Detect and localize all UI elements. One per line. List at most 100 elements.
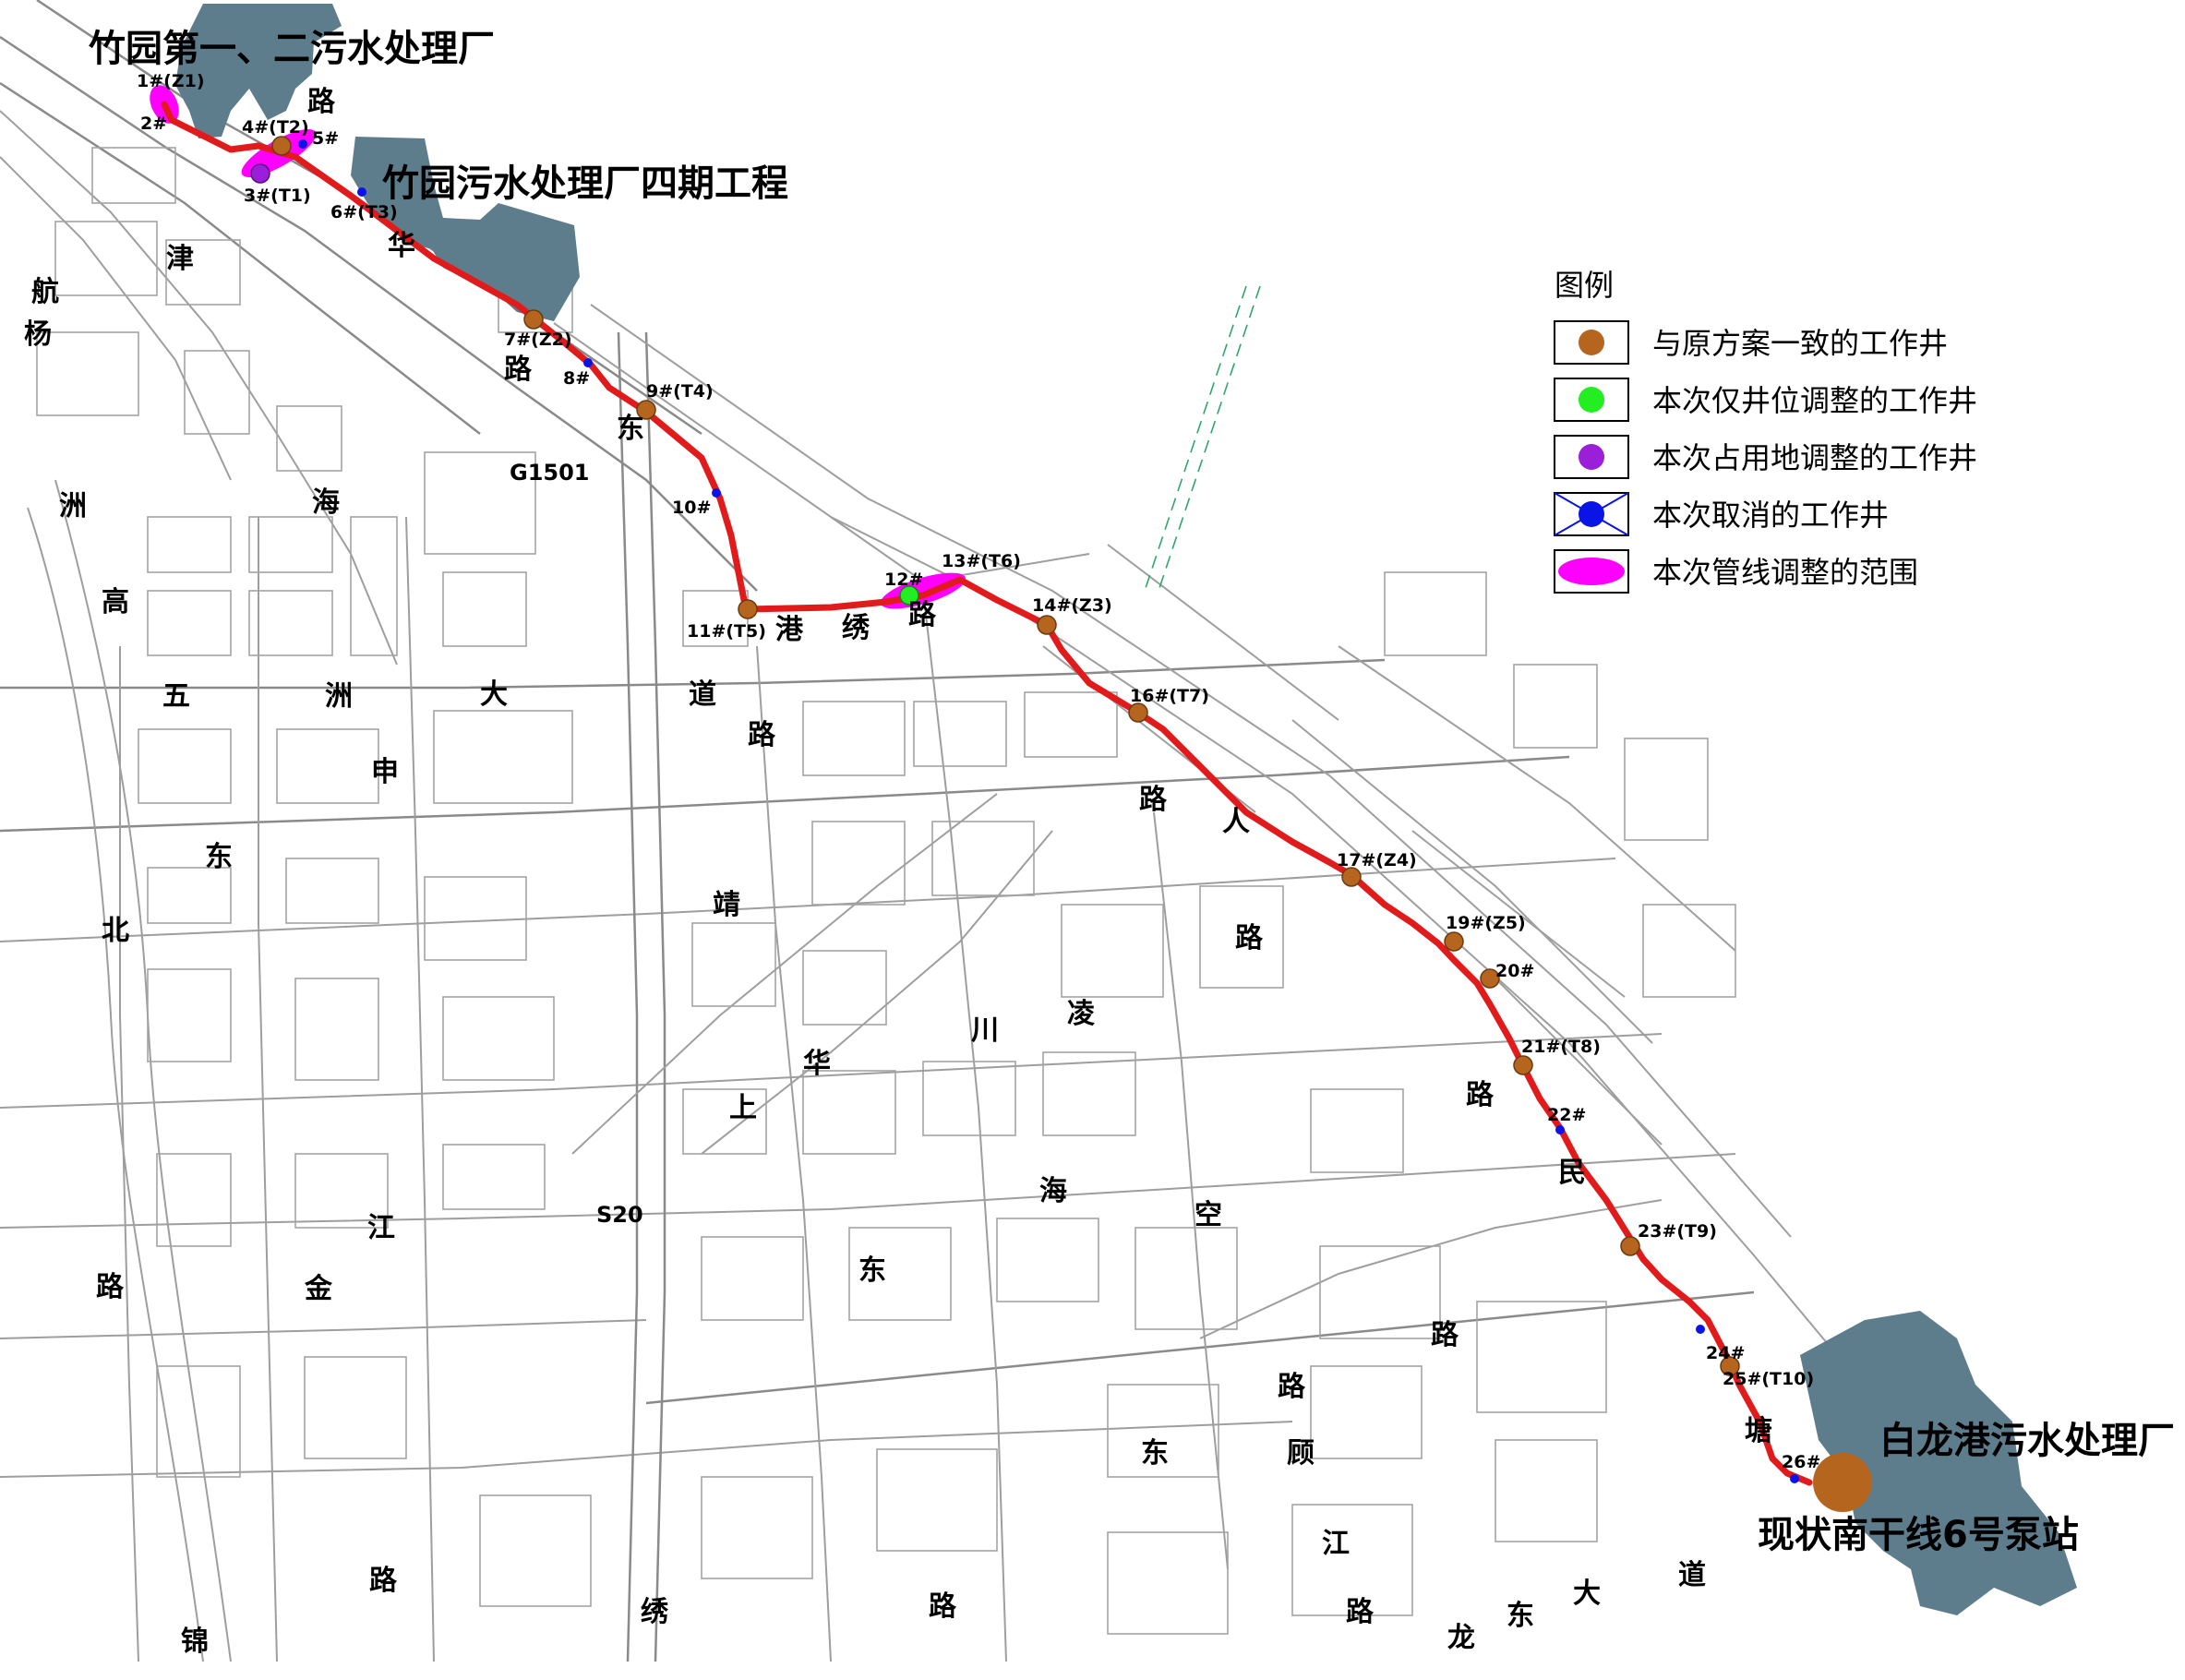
road-label: 洲 [59,490,87,522]
road-label: 北 [102,915,129,947]
road-label: 道 [1678,1559,1706,1591]
facility-label-bailonggang: 白龙港污水处理厂 [1879,1420,2175,1462]
road-label: 路 [1139,784,1168,816]
road-label: 江 [1322,1528,1350,1560]
well-label: 20# [1495,961,1534,981]
zhuyuan-12-plant-area [175,4,342,138]
legend-land-symbol [1579,444,1604,470]
well-17-marker [1341,867,1362,887]
road-label: 五 [162,680,190,713]
well-label: 2# [140,114,167,134]
well-label: 23#(T9) [1638,1221,1717,1242]
legend-cancelled-symbol [1579,501,1604,527]
facility-label-pump-station: 现状南干线6号泵站 [1758,1514,2079,1556]
road-label: 路 [1235,922,1264,954]
well-label: 12# [884,570,923,590]
well-8-marker [583,358,593,367]
pump-station-marker [1813,1453,1872,1512]
road-code-label: G1501 [510,460,590,486]
well-14-marker [1037,615,1057,635]
facility-label-zhuyuan-12: 竹园第一、二污水处理厂 [89,28,495,70]
facility-labels: 竹园第一、二污水处理厂 竹园污水处理厂四期工程 白龙港污水处理厂 现状南干线6号… [89,28,2175,1556]
well-label: 14#(Z3) [1032,595,1112,616]
well-10-marker [712,488,721,498]
well-3-marker [250,163,270,184]
well-26-marker [1790,1474,1799,1483]
well-label: 26# [1782,1452,1820,1472]
pipeline-route [161,101,1813,1486]
well-16-marker [1128,702,1148,723]
road-label: 东 [858,1254,886,1287]
road-label: 路 [748,719,776,751]
road-label: 凌 [1067,998,1096,1030]
road-label: 海 [1039,1175,1067,1207]
road-label: 路 [929,1590,957,1623]
road-label: 路 [908,599,937,631]
street-network [0,0,1847,1662]
legend-label: 本次占用地调整的工作井 [1652,440,1977,475]
well-21-marker [1513,1055,1533,1075]
road-label: 大 [1573,1578,1601,1610]
road-label: 津 [166,243,194,275]
well-label: 6#(T3) [330,202,398,222]
road-label: 龙 [1447,1622,1475,1654]
road-label: 江 [367,1212,395,1244]
well-label: 3#(T1) [244,186,311,206]
well-19-marker [1444,931,1464,952]
well-label: 13#(T6) [942,551,1021,571]
well-6-marker [357,187,366,197]
legend-title: 图例 [1555,268,1614,303]
well-label: 16#(T7) [1130,686,1209,706]
road-label: 靖 [713,889,740,921]
road-label: 东 [1141,1437,1169,1470]
road-label: 绣 [842,612,870,644]
road-label: 路 [1431,1319,1459,1351]
road-label: 申 [371,756,399,788]
well-label: 8# [563,368,590,389]
well-23-marker [1620,1236,1640,1256]
legend-label: 与原方案一致的工作井 [1652,326,1948,361]
road-label: 金 [304,1273,333,1305]
road-label: 东 [205,841,233,873]
zhuyuan-phase4-plant-area [351,137,580,321]
well-22-marker [1555,1125,1565,1134]
road-label: 民 [1558,1157,1586,1189]
road-label: 东 [1507,1600,1534,1632]
well-7-marker [523,309,544,330]
road-label: 路 [307,86,336,118]
road-label: 港 [775,614,804,646]
well-label: 11#(T5) [687,621,766,642]
road-label: 杨 [24,318,52,351]
road-label: 顾 [1287,1437,1315,1470]
well-label: 1#(Z1) [137,71,205,91]
wells [250,136,1872,1512]
road-label: 塘 [1745,1415,1772,1447]
road-label: 路 [1346,1596,1375,1628]
legend-label: 本次管线调整的范围 [1652,555,1918,590]
facility-label-zhuyuan-phase4: 竹园污水处理厂四期工程 [382,162,788,205]
well-12-marker [899,585,919,606]
well-label: 4#(T2) [242,117,309,138]
legend-unchanged-symbol [1579,330,1604,355]
road-label: 高 [102,586,129,618]
road-label: 路 [96,1271,125,1303]
road-label: 路 [504,354,533,386]
legend-position-symbol [1579,387,1604,413]
road-label: 海 [312,486,340,519]
bailonggang-plant-area [1800,1311,2077,1615]
well-9-marker [636,400,656,420]
road-label: 华 [803,1048,831,1080]
road-label: 东 [617,413,644,445]
road-label: 上 [729,1092,757,1124]
well-20-marker [1480,968,1500,989]
well-label: 7#(Z2) [504,330,572,350]
well-24-marker [1696,1325,1705,1334]
road-labels: 路 华 津 航 杨 路 东 洲 海 高 五 洲 大 道 路 申 东 北 港 绣 … [24,86,1772,1658]
road-label: 大 [480,678,508,711]
well-label: 21#(T8) [1521,1037,1601,1057]
road-label: 路 [1466,1079,1495,1111]
road-label: 华 [388,230,415,262]
road-label: 路 [1278,1371,1306,1403]
well-labels: 1#(Z1) 2# 3#(T1) 4#(T2) 5# 6#(T3) 7#(Z2)… [137,71,1820,1472]
